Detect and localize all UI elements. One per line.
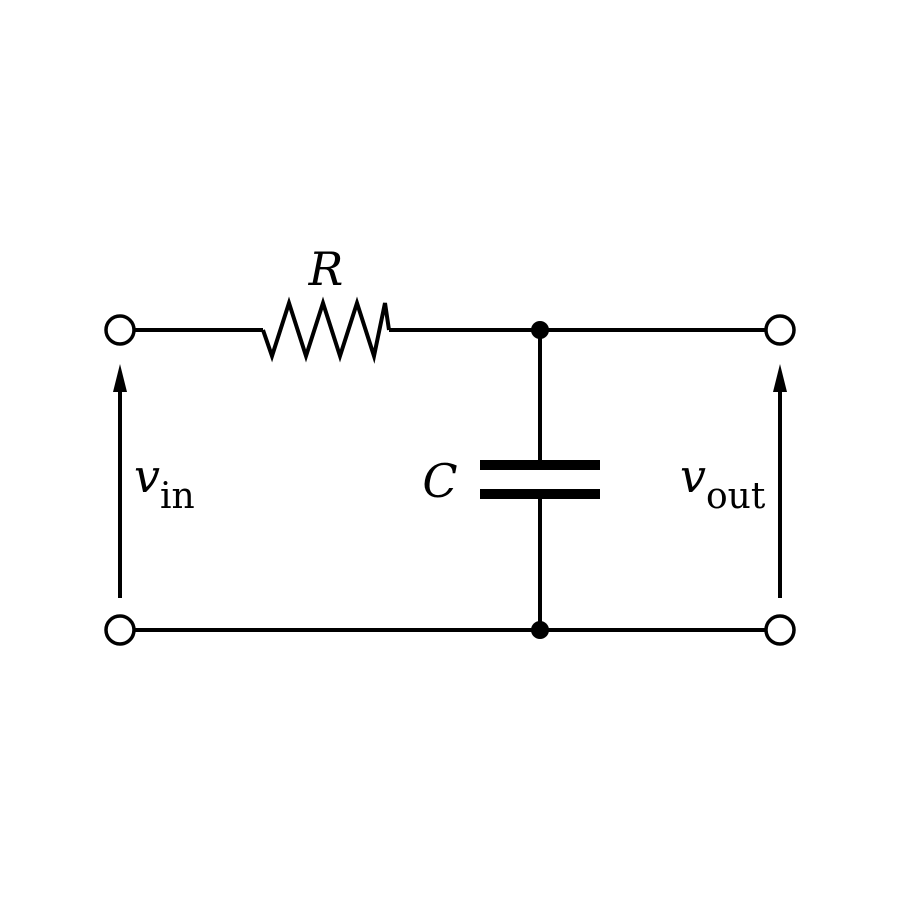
vin-label: vin <box>134 449 195 517</box>
junction-node-bottom <box>531 621 549 639</box>
vin-symbol: v <box>134 449 160 503</box>
vout-arrow-head <box>773 364 787 392</box>
vin-arrow-head <box>113 364 127 392</box>
terminal-output-bottom <box>764 614 796 646</box>
vout-label: vout <box>680 449 766 517</box>
terminal-input-bottom <box>104 614 136 646</box>
capacitor-label: C <box>422 454 457 508</box>
capacitor-plate-bottom <box>480 489 600 499</box>
vin-subscript: in <box>160 476 195 517</box>
terminal-input-top <box>104 314 136 346</box>
resistor-zigzag <box>261 296 391 364</box>
terminal-output-top <box>764 314 796 346</box>
vout-subscript: out <box>706 476 766 517</box>
capacitor-plate-top <box>480 460 600 470</box>
vout-symbol: v <box>680 449 706 503</box>
resistor-label: R <box>308 242 344 296</box>
junction-node-top <box>531 321 549 339</box>
